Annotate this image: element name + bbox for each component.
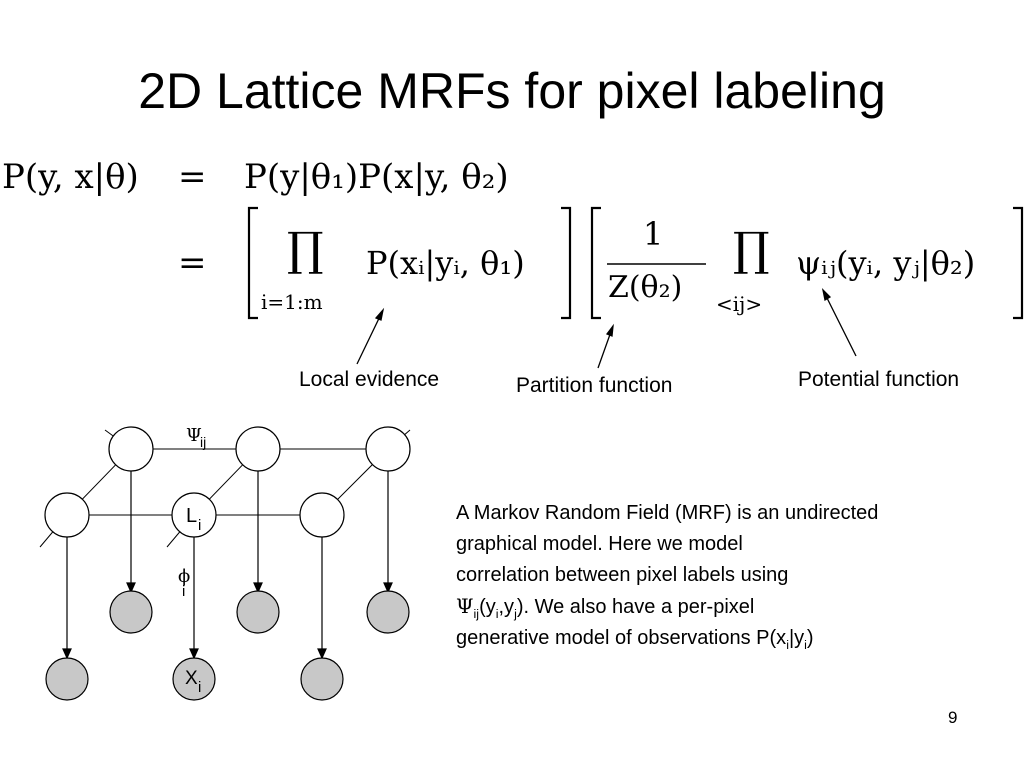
text-y-open: (y	[479, 596, 496, 618]
psi-sub: ij	[200, 434, 206, 450]
sub-i: i	[495, 607, 499, 621]
observed-node	[300, 657, 344, 701]
phi-label: ϕ	[178, 566, 190, 587]
label-node	[365, 426, 411, 472]
arrow-potential-function	[822, 289, 857, 357]
page-number: 9	[948, 708, 958, 727]
bracket-2-right	[1013, 206, 1024, 320]
psi-label: Ψ	[186, 425, 202, 446]
observed-node	[109, 590, 153, 634]
psi-symbol: Ψ	[456, 594, 474, 618]
equation-lhs: P(y, x|θ)	[2, 157, 139, 197]
observed-node	[236, 590, 280, 634]
text-close-paren: )	[806, 627, 814, 649]
description-line-3: correlation between pixel labels using	[456, 564, 789, 586]
text-comma-y: ,y	[498, 596, 515, 618]
description-line-4: Ψij(yi,yj). We also have a per-pixel	[456, 591, 1016, 623]
bracket-1-left	[247, 206, 258, 320]
label-node	[299, 492, 345, 538]
text-per-pixel: ). We also have a per-pixel	[516, 596, 755, 618]
product2-limit: <ij>	[716, 292, 763, 316]
label-node	[235, 426, 281, 472]
text-generative: generative model of observations P(x	[456, 627, 787, 649]
potential-term: ψᵢⱼ(yᵢ, yⱼ|θ₂)	[796, 244, 976, 282]
text-bar-y: |y	[788, 627, 805, 649]
sub-i-2: i	[804, 638, 807, 652]
observed-nodes	[45, 590, 410, 701]
label-node	[44, 492, 90, 538]
annotation-arrows	[356, 288, 857, 369]
fraction-numerator: 1	[643, 215, 664, 253]
equation-equals-2: =	[178, 243, 207, 283]
equation-line1-rhs: P(y|θ₁)P(x|y, θ₂)	[244, 157, 509, 197]
label-potential-function: Potential function	[798, 368, 960, 391]
product1-limit: i=1:m	[261, 290, 323, 314]
description-line-1: A Markov Random Field (MRF) is an undire…	[456, 502, 879, 524]
bracket-2-left	[590, 206, 601, 320]
equation-equals-1: =	[178, 157, 207, 197]
fraction-denominator: Z(θ₂)	[608, 270, 683, 305]
product-symbol-1: ∏	[287, 222, 324, 276]
sub-i-1: i	[786, 638, 789, 652]
square-brackets	[247, 206, 1024, 320]
lattice-edges	[39, 429, 411, 548]
description-line-5: generative model of observations P(xi|yi…	[456, 623, 1016, 654]
li-label: L	[186, 505, 197, 527]
label-node	[108, 426, 154, 472]
sub-ij: ij	[473, 607, 480, 621]
product-symbol-2: ∏	[733, 222, 770, 276]
directed-edges	[62, 471, 393, 660]
phi-sub: i	[182, 583, 185, 600]
label-local-evidence: Local evidence	[299, 368, 440, 391]
label-nodes	[44, 426, 411, 538]
bracket-1-right	[561, 206, 572, 320]
slide-title: 2D Lattice MRFs for pixel labeling	[138, 63, 886, 119]
li-sub: i	[198, 517, 201, 534]
local-evidence-term: P(xᵢ|yᵢ, θ₁)	[366, 244, 525, 282]
xi-label: X	[185, 668, 198, 689]
label-partition-function: Partition function	[516, 374, 673, 397]
description-line-2: graphical model. Here we model	[456, 533, 743, 555]
xi-sub: i	[198, 679, 201, 696]
sub-j: j	[514, 607, 517, 621]
mrf-description: A Markov Random Field (MRF) is an undire…	[456, 498, 1016, 654]
label-node-li	[171, 492, 217, 538]
observed-node	[366, 590, 410, 634]
observed-node	[45, 657, 89, 701]
observed-node-xi	[172, 657, 216, 701]
